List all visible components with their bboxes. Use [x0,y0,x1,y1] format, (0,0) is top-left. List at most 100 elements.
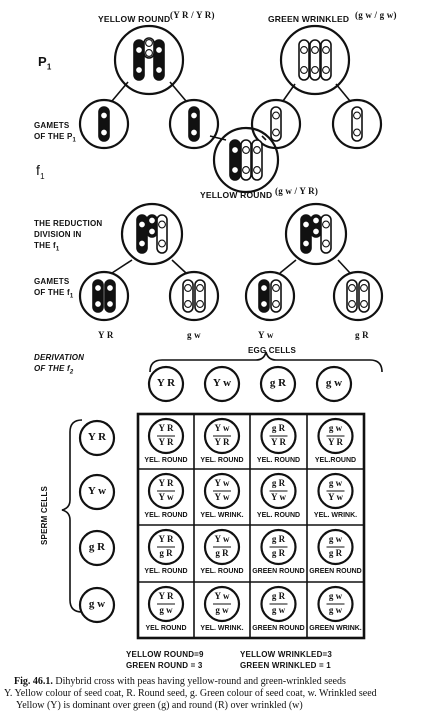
sperm-gamete-3 [78,586,116,624]
punnett-phenotype-2-2: GREEN ROUND [252,568,305,575]
p1-link-4 [335,83,351,102]
gametes-p1-label: GAMETS OF THE P1 [34,120,76,147]
punnett-grid-border [136,412,366,640]
f1-chrom-1-locus-a [231,146,239,154]
total-green-round: GREEN ROUND = 3 [126,661,203,670]
p1-green-wrinkled-cell [279,24,351,96]
p1-yr-chrom-2 [153,39,165,81]
p1-gam-chrom-3-locus-a [272,111,280,120]
f1-chrom-2-locus-a [242,146,250,154]
p1-gam-chrom-2-locus-a [190,111,198,120]
p1-gw-chrom-1-locus-b [300,66,308,74]
punnett-phenotype-1-3: YEL. WRINK. [313,512,358,519]
punnett-bot-3-1: g w [215,605,229,615]
gamete-gr-label: g R [355,330,369,340]
punnett-bot-0-0: Y R [158,437,174,447]
p1-gw-chrom-3-locus-a [322,46,330,54]
sperm-gamete-0 [78,419,116,457]
punnett-bot-2-3: g R [328,548,343,558]
gametes-p1-sub: 1 [72,137,77,144]
derivation-line2: OF THE f2 [34,363,84,379]
p1-gam-chrom-2-locus-b [190,128,198,137]
punnett-top-0-0: Y R [158,423,174,433]
punnett-cell-circle-3-0 [147,585,185,623]
p1-yr-chrom-3-locus-b [145,49,153,57]
f1g3-chrom-1-locus-a [260,284,268,292]
total-green-wrinkled: GREEN WRINKLED = 1 [240,661,331,670]
p1-gam-chrom-1-locus-a [100,111,108,120]
egg-gamete-0 [147,365,185,403]
punnett-phenotype-3-2: GREEN ROUND [252,625,305,632]
f1-chrom-3 [251,139,263,181]
p1-yr-chrom-1 [133,39,145,81]
f1-chrom-1 [229,139,241,181]
f1-gamete-yr [78,270,130,322]
punnett-top-2-0: Y R [158,534,174,544]
caption-line3: Yellow (Y) is dominant over green (g) an… [16,700,303,711]
f1g2-chrom-2-locus-a [196,284,204,292]
punnett-phenotype-0-1: YEL. ROUND [200,457,244,464]
gametes-f1-label: GAMETS OF THE f1 [34,276,73,303]
p1-generation-label: P1 [38,54,52,72]
gametes-p1-line1: GAMETS [34,121,70,130]
p1-gam-chrom-4-locus-a [353,111,361,120]
f1-chrom-3-locus-b [253,166,261,174]
egg-cells-brace [149,351,383,373]
punnett-phenotype-0-2: YEL. ROUND [256,457,301,464]
p1-gw-chrom-1-locus-a [300,46,308,54]
p1-gw-chrom-2 [309,39,321,81]
derivation-f2-label: DERIVATION OF THE f2 [34,352,84,379]
p1-sub: 1 [46,62,52,72]
punnett-top-0-3: g w [328,423,343,433]
punnett-cell-circle-2-3 [317,528,354,566]
red2-chrom-2-locus-b [312,227,320,236]
punnett-cell-circle-2-2 [260,528,297,566]
p1-link-3 [282,83,296,102]
red1-chrom-1-locus-a [138,220,146,229]
punnett-top-3-0: Y R [158,591,174,601]
punnett-cell-circle-1-1 [203,472,241,510]
f1-chrom-2-locus-b [242,166,250,174]
punnett-top-1-0: Y R [158,478,174,488]
punnett-bot-0-2: Y R [271,437,286,447]
punnett-phenotype-1-1: YEL. WRINK. [200,512,244,519]
egg-gamete-1 [203,365,241,403]
total-yellow-round: YELLOW ROUND=9 [126,650,204,659]
punnett-phenotype-1-2: YEL. ROUND [256,512,301,519]
p1-gw-chrom-3 [320,39,332,81]
f1-yellow-round-label: YELLOW ROUND [200,190,273,200]
f1g4-chrom-2-locus-b [360,300,368,308]
caption-line1: Fig. 46.1. Dihybrid cross with peas havi… [14,676,426,688]
caption-text1: Dihybrid cross with peas having yellow-r… [55,676,346,687]
punnett-bot-1-1: Y w [214,492,230,502]
f1g4-chrom-1-locus-a [348,284,356,292]
f1-sub: 1 [40,171,45,181]
egg-gamete-text-3: g w [325,377,343,389]
punnett-bot-2-0: g R [159,548,173,558]
red-link-2 [171,259,187,274]
f1g1-chrom-1-locus-b [94,300,102,308]
gamete-yr-label: Y R [98,330,114,340]
p1-gamete-yr-1 [78,98,130,150]
egg-gamete-text-0: Y R [156,377,176,389]
egg-gamete-2 [259,365,297,403]
red2-chrom-1-locus-b [302,239,310,248]
p1-gw-chrom-1 [298,39,310,81]
punnett-cell-circle-1-3 [317,472,354,510]
p1-letter: P [38,54,47,69]
sperm-cells-brace [61,419,83,613]
gametes-f1-line2: OF THE f1 [34,287,73,303]
red1-chrom-3-locus-a [158,220,166,229]
p1-green-wrinkled-label: GREEN WRINKLED [268,14,350,24]
egg-cells-label: EGG CELLS [248,346,297,355]
red1-chrom-1-locus-b [138,239,146,248]
red2-chrom-3-locus-a [322,220,330,229]
gametes-f1-text: OF THE f [34,288,70,297]
sperm-gamete-text-1: Y w [87,485,107,497]
f1-generation-label: f1 [36,162,45,181]
p1-yellow-round-label: YELLOW ROUND [98,14,171,24]
punnett-bot-3-2: g w [271,605,286,615]
gamete-gw-label: g w [187,330,201,340]
gametes-p1-line2: OF THE P1 [34,131,76,147]
